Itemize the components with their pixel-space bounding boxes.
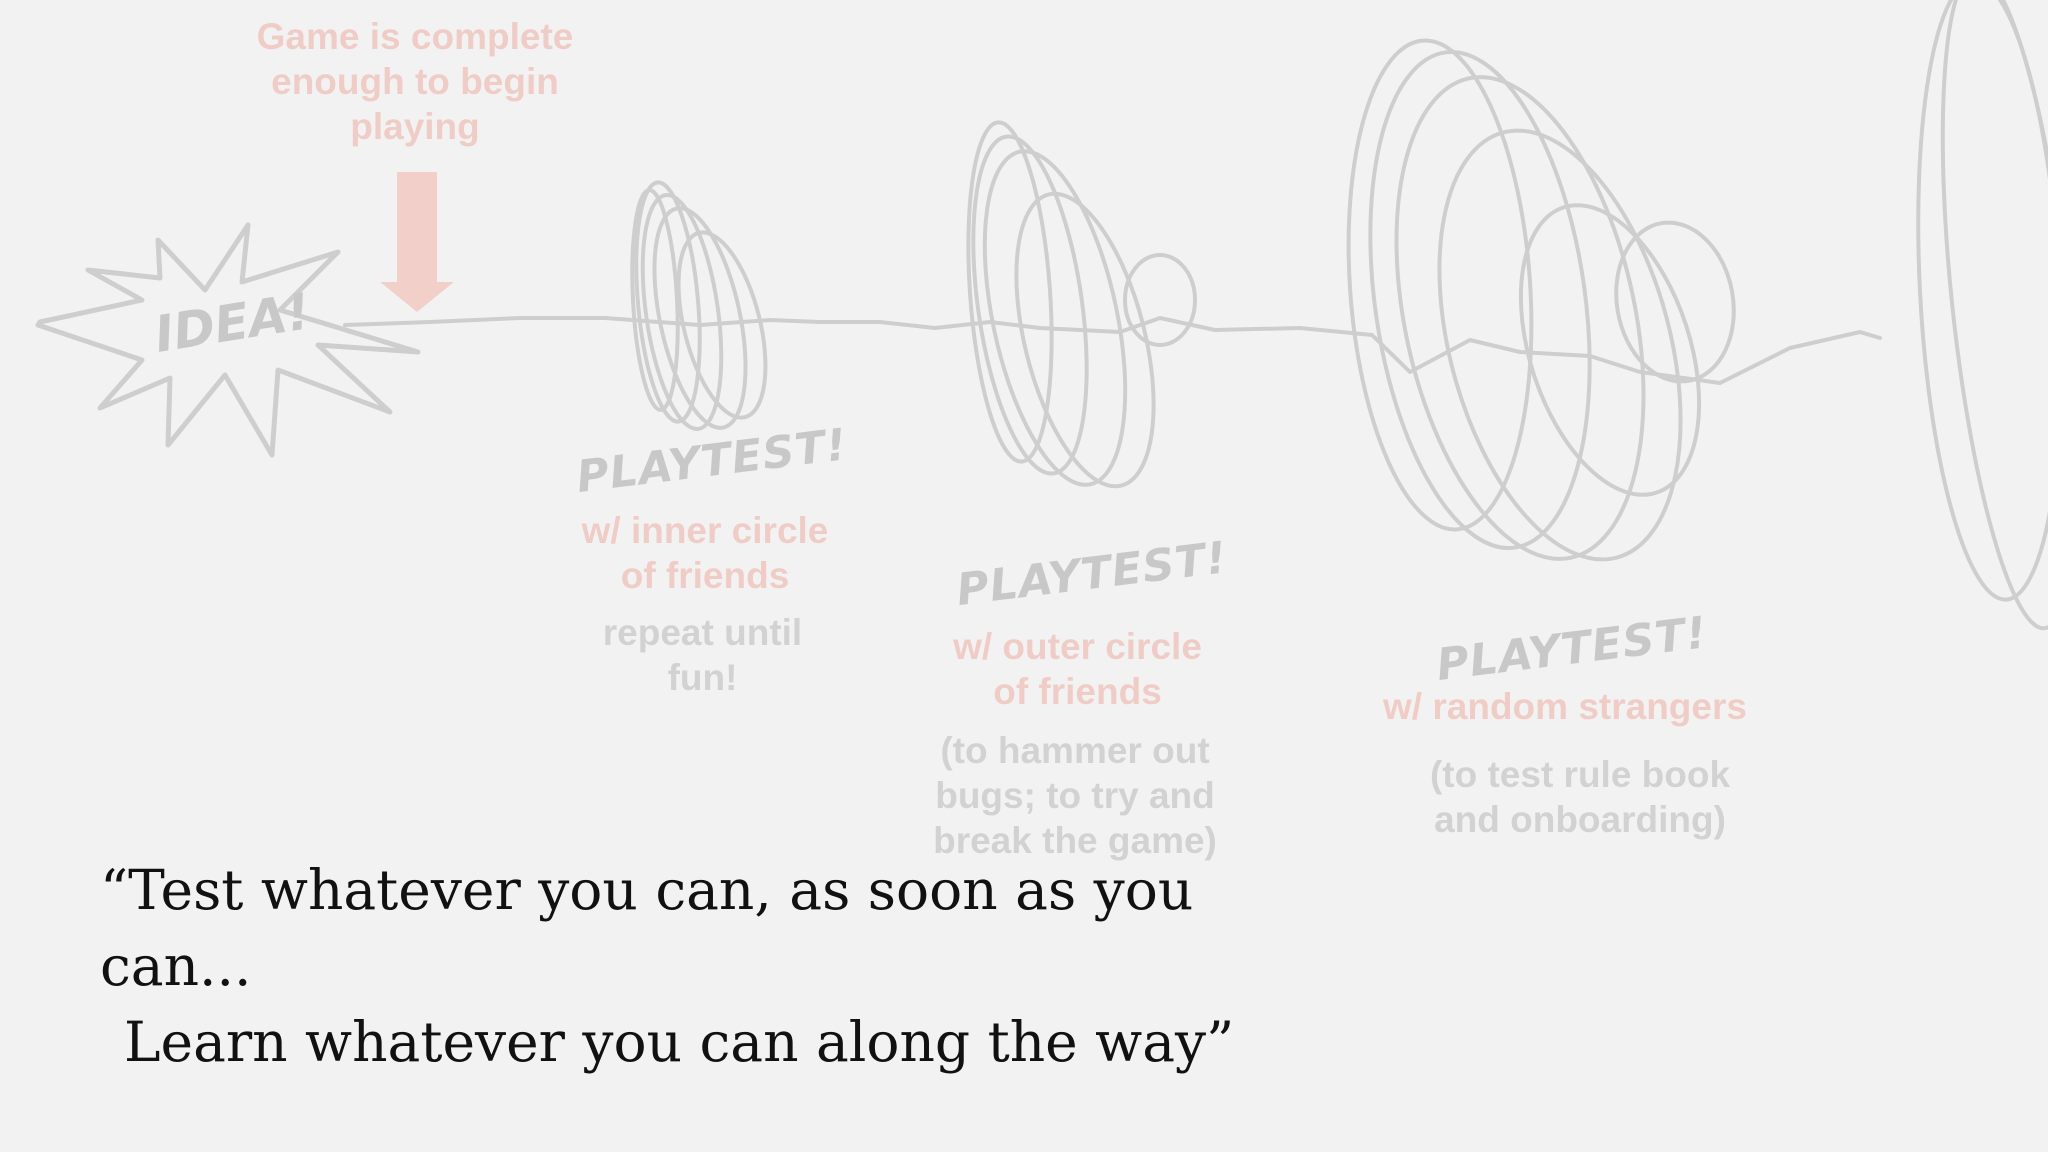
stage-3-audience: w/ random strangers [1383,686,1747,727]
idea-label: IDEA! [151,282,314,364]
start-label: Game is complete enough to begin playing [256,16,574,147]
stage-1-note: repeat until fun! [602,612,803,698]
loop-cluster-strangers [1346,38,1736,562]
loop-cluster-inner [630,180,768,431]
start-arrow [380,172,454,312]
stage-1-audience: w/ inner circle of friends [581,510,829,596]
stage-2-note: (to hammer out bugs; to try and break th… [933,730,1217,861]
stage-2-audience: w/ outer circle of friends [953,626,1202,712]
loop-cluster-outer [966,120,1197,489]
timeline-line [343,316,1882,385]
loop-cluster-beyond [1916,0,2048,631]
quote-line-1: “Test whatever you can, as soon as you c… [100,858,1194,998]
quote: “Test whatever you can, as soon as you c… [100,852,1300,1080]
stage-3-note: (to test rule book and onboarding) [1429,754,1731,840]
quote-line-2: Learn whatever you can along the way” [124,1010,1235,1074]
idea-starburst [35,222,421,458]
